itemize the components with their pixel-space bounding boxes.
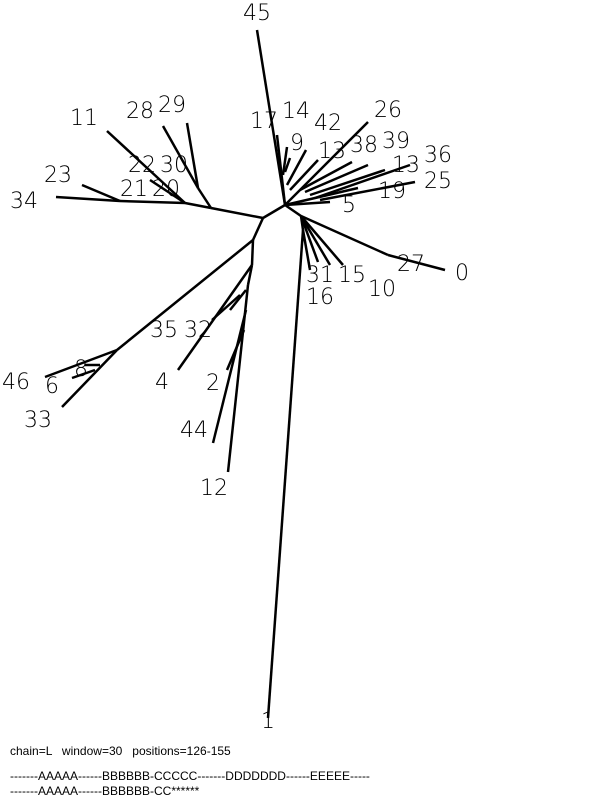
leaf-branch bbox=[266, 229, 305, 719]
leaf-label: 28 bbox=[126, 99, 154, 124]
leaf-label: 44 bbox=[180, 418, 208, 443]
leaf-branch bbox=[387, 253, 446, 272]
leaf-branch bbox=[275, 134, 287, 206]
leaf-branch bbox=[285, 149, 308, 186]
leaf-label: 34 bbox=[10, 189, 38, 214]
branch bbox=[284, 203, 302, 218]
leaf-label: 33 bbox=[24, 408, 52, 433]
leaf-label: 25 bbox=[424, 169, 452, 194]
leaf-label: 16 bbox=[306, 285, 334, 310]
leaf-branch bbox=[304, 163, 369, 194]
leaf-label: 15 bbox=[338, 263, 366, 288]
leaf-label: 35 bbox=[150, 318, 178, 343]
leaf-branch bbox=[185, 122, 200, 189]
leaf-label: 11 bbox=[70, 106, 98, 131]
leaf-branch bbox=[284, 186, 359, 207]
parameters-text: chain=L window=30 positions=126-155 bbox=[10, 744, 231, 758]
branch bbox=[246, 264, 254, 286]
leaf-branch bbox=[61, 349, 118, 408]
leaf-branch bbox=[299, 215, 332, 266]
leaf-label: 14 bbox=[282, 99, 310, 124]
sequence-line-1: -------AAAAA------BBBBBB-CCCCC-------DDD… bbox=[10, 769, 370, 783]
branch bbox=[210, 206, 264, 220]
branch bbox=[184, 201, 212, 210]
leaf-branch bbox=[309, 168, 386, 197]
leaf-label: 4 bbox=[155, 370, 169, 395]
leaf-label: 12 bbox=[200, 476, 228, 501]
leaf-label: 32 bbox=[184, 318, 212, 343]
leaf-label: 45 bbox=[243, 1, 271, 26]
leaf-label: 6 bbox=[45, 374, 59, 399]
leaf-branch bbox=[301, 229, 312, 271]
leaf-branch bbox=[289, 159, 319, 191]
leaf-branch bbox=[44, 348, 118, 379]
leaf-label: 23 bbox=[44, 163, 72, 188]
branch bbox=[196, 187, 213, 209]
branch bbox=[262, 203, 286, 220]
leaf-label: 0 bbox=[455, 261, 469, 286]
leaf-label: 38 bbox=[350, 133, 378, 158]
leaf-label: 5 bbox=[342, 193, 356, 218]
leaf-label: 17 bbox=[250, 109, 278, 134]
leaf-label: 46 bbox=[2, 370, 30, 395]
leaf-label: 10 bbox=[368, 277, 396, 302]
leaf-branch bbox=[255, 29, 287, 206]
leaf-branch bbox=[81, 183, 121, 203]
leaf-label: 20 bbox=[152, 177, 180, 202]
leaf-label: 26 bbox=[374, 98, 402, 123]
leaf-branch bbox=[299, 160, 353, 192]
leaf-branch bbox=[211, 294, 241, 321]
branch bbox=[250, 239, 255, 266]
leaf-label: 1 bbox=[261, 709, 275, 734]
sequence-line-2: -------AAAAA------BBBBBB-CC****** bbox=[10, 784, 200, 798]
leaf-branch bbox=[229, 289, 247, 311]
branch bbox=[300, 214, 389, 257]
leaf-branch bbox=[55, 195, 121, 203]
leaf-label: 30 bbox=[160, 153, 188, 178]
leaf-label: 8 bbox=[74, 357, 88, 382]
leaf-label: 2 bbox=[206, 371, 220, 396]
leaf-label: 39 bbox=[382, 129, 410, 154]
leaf-label: 9 bbox=[290, 131, 304, 156]
leaf-branch bbox=[106, 130, 186, 204]
branch bbox=[251, 217, 265, 241]
leaf-branch bbox=[281, 146, 289, 176]
leaf-branch bbox=[283, 157, 292, 173]
leaf-branch bbox=[299, 215, 320, 263]
leaf-label: 19 bbox=[378, 179, 406, 204]
leaf-branch bbox=[211, 309, 248, 444]
leaf-label: 42 bbox=[314, 111, 342, 136]
leaf-branch bbox=[284, 200, 331, 207]
leaf-branch bbox=[314, 163, 411, 200]
branch bbox=[116, 239, 254, 351]
leaf-label: 36 bbox=[424, 143, 452, 168]
leaf-label: 29 bbox=[158, 93, 186, 118]
leaf-label: 22 bbox=[128, 153, 156, 178]
leaf-branch bbox=[161, 125, 200, 189]
leaf-branch bbox=[300, 215, 344, 266]
leaf-label: 13 bbox=[318, 139, 346, 164]
leaf-branch bbox=[284, 121, 369, 206]
leaf-branch bbox=[319, 180, 416, 202]
branch bbox=[119, 199, 186, 205]
leaf-label: 21 bbox=[120, 177, 148, 202]
leaf-branch bbox=[71, 368, 96, 380]
leaf-branch bbox=[149, 178, 186, 205]
